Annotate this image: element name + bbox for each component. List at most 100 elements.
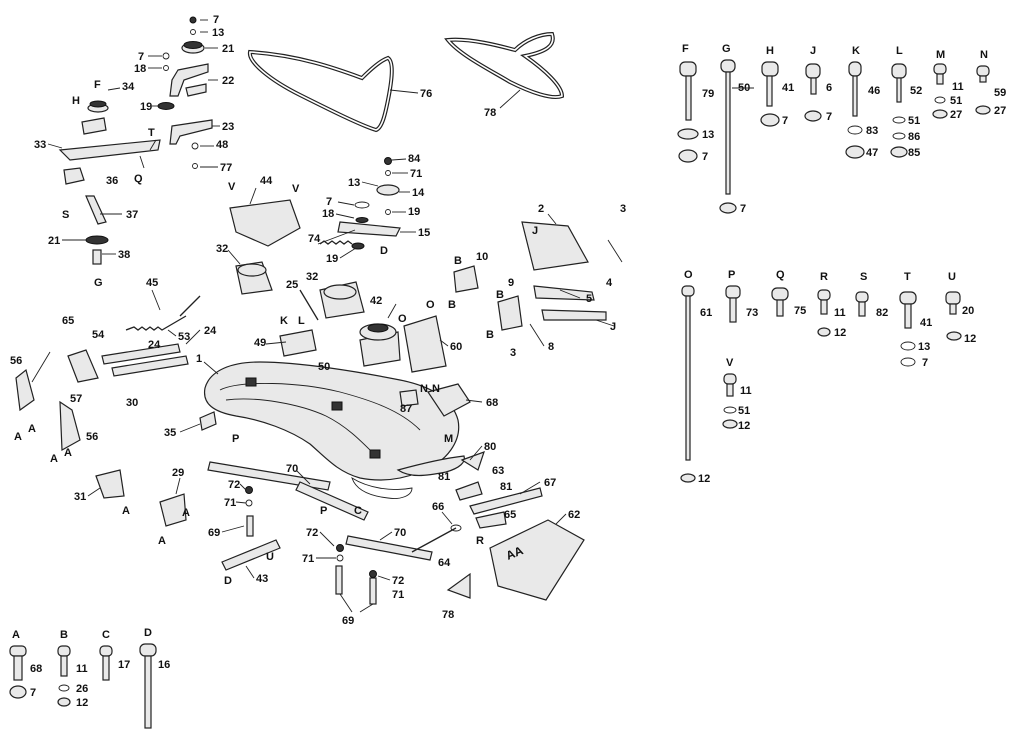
hardware-group-lower-left [9,643,157,729]
letter-r-callout: R [476,535,484,547]
label-68: 68 [30,663,42,675]
label-71: 71 [392,589,404,601]
label-49: 49 [254,337,266,349]
letter-d: D [144,627,152,639]
label-12: 12 [834,327,846,339]
label-8: 8 [548,341,554,353]
letter-b-callout-1: B [454,255,462,267]
leader-lines [47,19,754,581]
label-63: 63 [492,465,504,477]
letter-m-callout: M [444,433,453,445]
label-7: 7 [326,196,332,208]
letter-v: V [726,357,734,369]
left-side-brackets [15,349,217,527]
letter-a-callout-3: A [50,453,58,465]
label-65: 65 [504,509,516,521]
letter-b-callout-4: B [486,329,494,341]
label-10: 10 [476,251,488,263]
letter-r: R [820,271,828,283]
letter-p-callout-1: P [232,433,239,445]
label-31: 31 [74,491,86,503]
label-22: 22 [222,75,234,87]
letter-k: K [852,45,860,57]
label-12: 12 [698,473,710,485]
label-30: 30 [126,397,138,409]
letter-l-callout: L [298,315,305,327]
letter-l: L [896,45,903,57]
letter-t-callout: T [148,127,155,139]
label-71: 71 [224,497,236,509]
label-12: 12 [964,333,976,345]
letter-c: C [102,629,110,641]
label-70: 70 [286,463,298,475]
letter-a: A [12,629,20,641]
label-52: 52 [910,85,922,97]
label-7: 7 [702,151,708,163]
label-9: 9 [508,277,514,289]
label-53: 53 [178,331,190,343]
letter-p: P [728,269,735,281]
label-62: 62 [568,509,580,521]
letter-n-callout-2: N [432,383,440,395]
letter-a-callout-7: A [182,507,190,519]
letter-u: U [948,271,956,283]
label-19: 19 [140,101,152,113]
label-56: 56 [10,355,22,367]
label-1: 1 [196,353,202,365]
label-82: 82 [876,307,888,319]
label-36: 36 [106,175,118,187]
label-37: 37 [126,209,138,221]
letter-a-callout-2: A [28,423,36,435]
label-14: 14 [412,187,425,199]
label-59: 59 [994,87,1006,99]
label-11: 11 [834,307,846,319]
label-72: 72 [306,527,318,539]
label-7: 7 [213,14,219,26]
label-11: 11 [740,385,752,397]
label-7: 7 [740,203,746,215]
letter-b-callout-3: B [496,289,504,301]
label-4: 4 [606,277,613,289]
letter-j-callout: J [532,225,538,237]
label-34: 34 [122,81,135,93]
label-68: 68 [486,397,498,409]
label-44: 44 [260,175,273,187]
label-5: 5 [586,293,592,305]
letter-labels: F G H J K L M N O P Q R S T U V A B C D … [12,43,988,641]
letter-u-callout: U [266,551,274,563]
letter-g: G [722,43,731,55]
letter-d-callout-2: D [224,575,232,587]
label-11: 11 [76,663,88,675]
label-35: 35 [164,427,176,439]
label-70: 70 [394,527,406,539]
letter-o: O [684,269,693,281]
label-81: 81 [438,471,450,483]
label-65: 65 [62,315,74,327]
label-6: 6 [826,82,832,94]
chute-logo-mark: AA [504,543,526,563]
label-47: 47 [866,147,878,159]
label-21: 21 [48,235,60,247]
letter-b-callout-2: B [448,299,456,311]
label-41: 41 [782,82,794,94]
label-13: 13 [702,129,714,141]
label-71: 71 [302,553,314,565]
label-51: 51 [950,95,962,107]
part-number-labels: 7 13 21 7 18 22 34 19 23 33 48 77 36 37 … [10,14,1006,709]
letter-a-callout-1: A [14,431,22,443]
letter-s: S [860,271,867,283]
hardware-group-middle-right [680,285,962,483]
letter-n: N [980,49,988,61]
letter-f-callout: F [94,79,101,91]
label-87: 87 [400,403,412,415]
letter-a-callout-6: A [158,535,166,547]
letter-o-callout-2: O [398,313,407,325]
label-74: 74 [308,233,321,245]
letter-v-callout-2: V [292,183,300,195]
label-66: 66 [432,501,444,513]
label-67: 67 [544,477,556,489]
letter-m: M [936,49,945,61]
label-78: 78 [484,107,496,119]
label-45: 45 [146,277,158,289]
letter-c-callout: C [354,505,362,517]
